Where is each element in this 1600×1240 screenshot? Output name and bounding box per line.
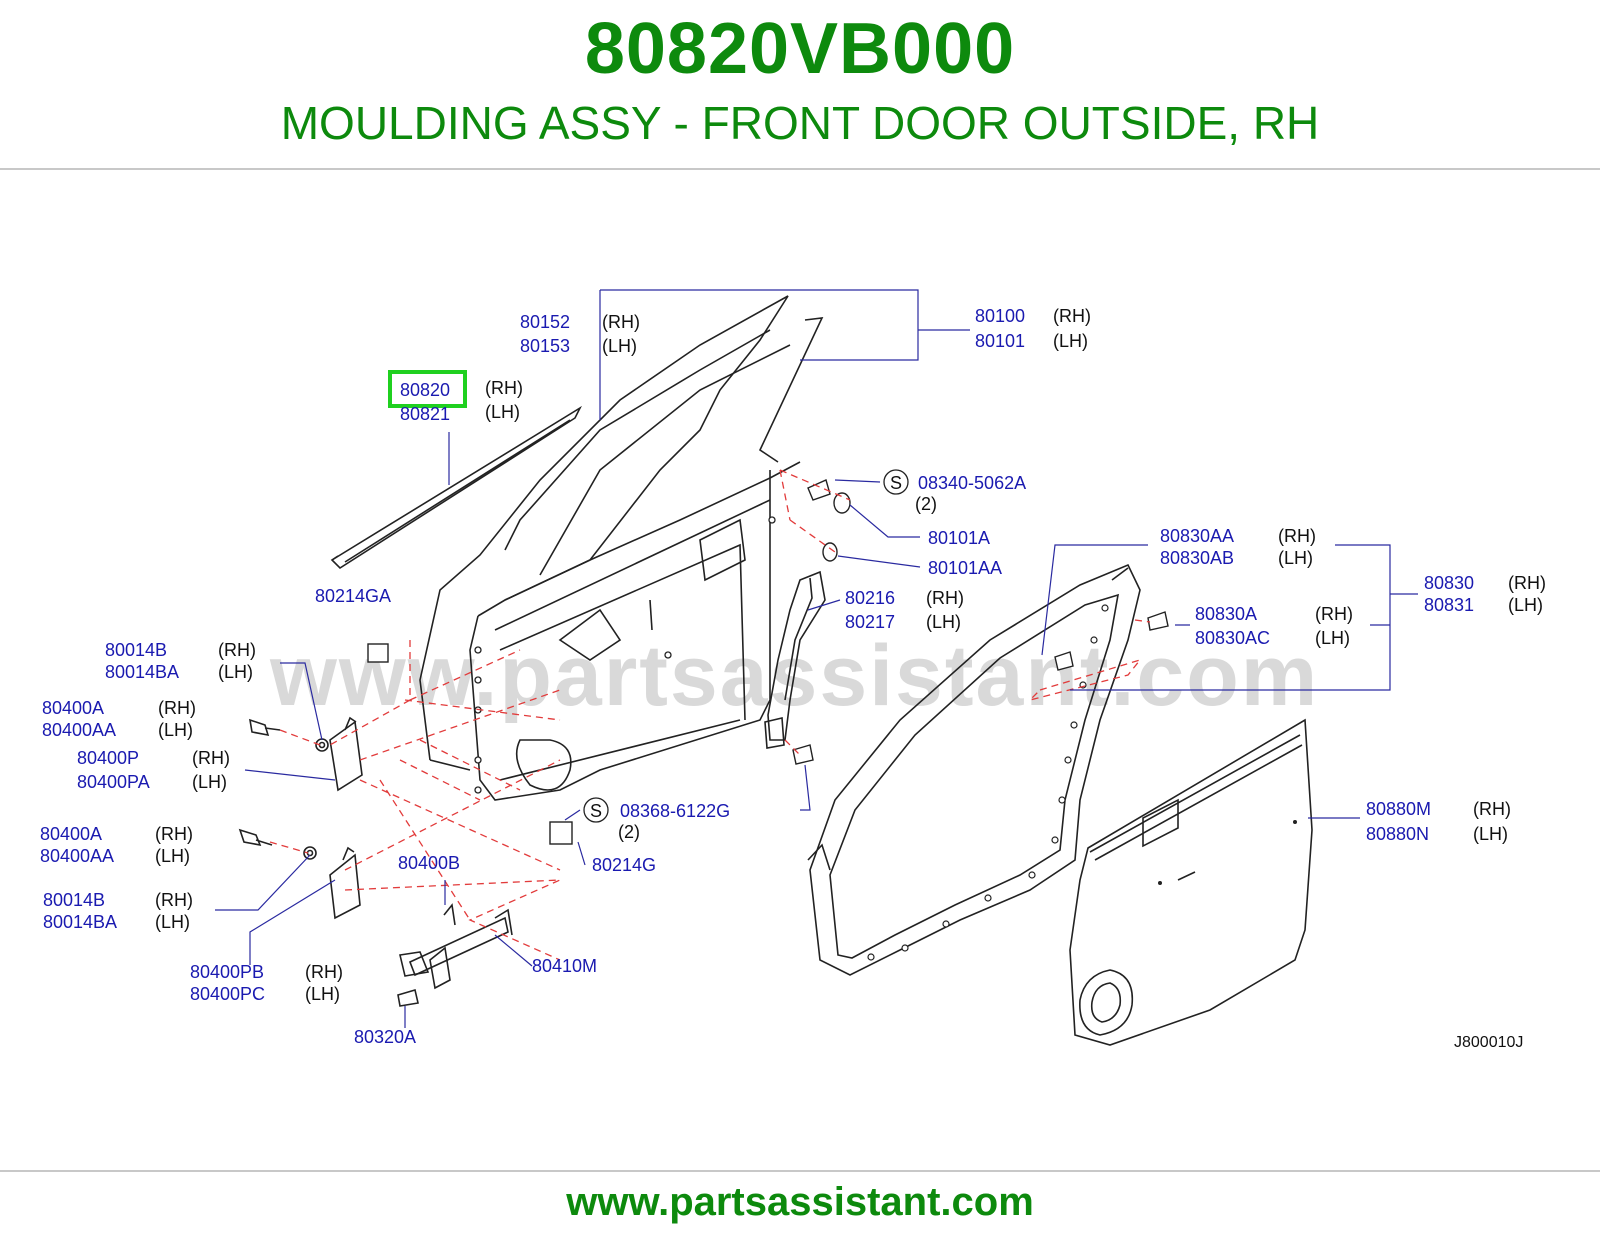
side-lh: (LH) — [1508, 595, 1543, 615]
callout-80400PA[interactable]: 80400PA — [77, 772, 150, 792]
callout-80400B[interactable]: 80400B — [398, 853, 460, 873]
callout-80831[interactable]: 80831 — [1424, 595, 1474, 615]
callout-80400AA-upper[interactable]: 80400AA — [42, 720, 116, 740]
callout-80014BA-upper[interactable]: 80014BA — [105, 662, 179, 682]
callout-80880M[interactable]: 80880M — [1366, 799, 1431, 819]
label-patch-80214GA — [367, 643, 389, 663]
screw-symbol-s: S — [890, 473, 902, 493]
callout-80400AA-lower[interactable]: 80400AA — [40, 846, 114, 866]
side-lh: (LH) — [158, 720, 193, 740]
screws — [792, 479, 1169, 765]
part-number-title: 80820VB000 — [584, 9, 1016, 89]
side-lh: (LH) — [155, 912, 190, 932]
part-description: MOULDING ASSY - FRONT DOOR OUTSIDE, RH — [280, 97, 1320, 149]
screw-symbol-s-2: S — [590, 801, 602, 821]
side-rh: (RH) — [1315, 604, 1353, 624]
weatherstrip-drawing — [807, 563, 1141, 976]
side-lh: (LH) — [485, 402, 520, 422]
callout-80101[interactable]: 80101 — [975, 331, 1025, 351]
callout-80830AC[interactable]: 80830AC — [1195, 628, 1270, 648]
side-rh: (RH) — [158, 698, 196, 718]
trim-hole — [1158, 881, 1162, 885]
side-rh: (RH) — [1278, 526, 1316, 546]
callout-80830[interactable]: 80830 — [1424, 573, 1474, 593]
screw-symbol-circle — [883, 469, 909, 495]
leader-lines — [215, 289, 1418, 1028]
side-lh: (LH) — [1315, 628, 1350, 648]
watermark-text: www.partsassistant.com — [269, 628, 1319, 724]
side-lh: (LH) — [192, 772, 227, 792]
qty-08368: (2) — [618, 822, 640, 842]
side-rh: (RH) — [1473, 799, 1511, 819]
callout-80216[interactable]: 80216 — [845, 588, 895, 608]
side-rh: (RH) — [1053, 306, 1091, 326]
door-frame-drawing — [419, 295, 824, 801]
callout-80101A[interactable]: 80101A — [928, 528, 990, 548]
screw-symbol-circle-2 — [583, 797, 609, 823]
callout-80152[interactable]: 80152 — [520, 312, 570, 332]
hinge-upper-drawing — [248, 716, 363, 792]
side-lh: (LH) — [926, 612, 961, 632]
side-lh: (LH) — [305, 984, 340, 1004]
side-rh: (RH) — [218, 640, 256, 660]
footer-divider — [0, 1170, 1600, 1172]
qty-08340: (2) — [915, 494, 937, 514]
callout-80830AB[interactable]: 80830AB — [1160, 548, 1234, 568]
side-lh: (LH) — [218, 662, 253, 682]
hinge-lower-drawing — [238, 828, 361, 920]
callout-08340-5062A[interactable]: 08340-5062A — [918, 473, 1026, 493]
side-rh: (RH) — [926, 588, 964, 608]
callout-08368-6122G[interactable]: 08368-6122G — [620, 801, 730, 821]
header-divider — [0, 168, 1600, 170]
side-lh: (LH) — [602, 336, 637, 356]
callout-80820[interactable]: 80820 — [400, 380, 450, 400]
side-lh: (LH) — [1278, 548, 1313, 568]
callout-80410M[interactable]: 80410M — [532, 956, 597, 976]
callout-80400A-lower[interactable]: 80400A — [40, 824, 102, 844]
side-lh: (LH) — [1473, 824, 1508, 844]
side-rh: (RH) — [602, 312, 640, 332]
side-rh: (RH) — [192, 748, 230, 768]
assembly-guide-lines — [269, 469, 1151, 961]
side-lh: (LH) — [1053, 331, 1088, 351]
callout-80830A[interactable]: 80830A — [1195, 604, 1257, 624]
side-rh: (RH) — [155, 890, 193, 910]
moulding-strip-drawing — [330, 405, 582, 570]
callout-80880N[interactable]: 80880N — [1366, 824, 1429, 844]
diagram-code: J800010J — [1454, 1034, 1523, 1051]
label-patch-80214G — [549, 821, 573, 845]
page-header: 80820VB000 MOULDING ASSY - FRONT DOOR OU… — [0, 0, 1600, 170]
callout-80217[interactable]: 80217 — [845, 612, 895, 632]
callout-80821[interactable]: 80821 — [400, 404, 450, 424]
callout-80101AA[interactable]: 80101AA — [928, 558, 1002, 578]
side-rh: (RH) — [155, 824, 193, 844]
callout-80400PB[interactable]: 80400PB — [190, 962, 264, 982]
callout-80100[interactable]: 80100 — [975, 306, 1025, 326]
side-rh: (RH) — [305, 962, 343, 982]
parts-diagram: www.partsassistant.com — [0, 240, 1600, 1080]
callout-80400A-upper[interactable]: 80400A — [42, 698, 104, 718]
diagram-background — [15, 270, 1585, 1070]
callout-80014B-upper[interactable]: 80014B — [105, 640, 167, 660]
door-diagram-svg: www.partsassistant.com — [15, 270, 1585, 1070]
callout-80014BA-lower[interactable]: 80014BA — [43, 912, 117, 932]
trim-hole-2 — [1293, 820, 1297, 824]
callout-80830AA[interactable]: 80830AA — [1160, 526, 1234, 546]
callout-80400P[interactable]: 80400P — [77, 748, 139, 768]
side-rh: (RH) — [1508, 573, 1546, 593]
callout-80320A[interactable]: 80320A — [354, 1027, 416, 1047]
highlight-box-80820 — [388, 370, 467, 408]
trim-panel-drawing — [1069, 718, 1313, 1046]
weatherstrip-clips — [867, 604, 1109, 961]
side-rh: (RH) — [485, 378, 523, 398]
door-check-drawing — [397, 903, 513, 1007]
callout-80014B-lower[interactable]: 80014B — [43, 890, 105, 910]
callout-80153[interactable]: 80153 — [520, 336, 570, 356]
footer-url[interactable]: www.partsassistant.com — [566, 1180, 1034, 1224]
callout-80214G[interactable]: 80214G — [592, 855, 656, 875]
callout-80214GA[interactable]: 80214GA — [315, 586, 391, 606]
side-lh: (LH) — [155, 846, 190, 866]
callout-80400PC[interactable]: 80400PC — [190, 984, 265, 1004]
